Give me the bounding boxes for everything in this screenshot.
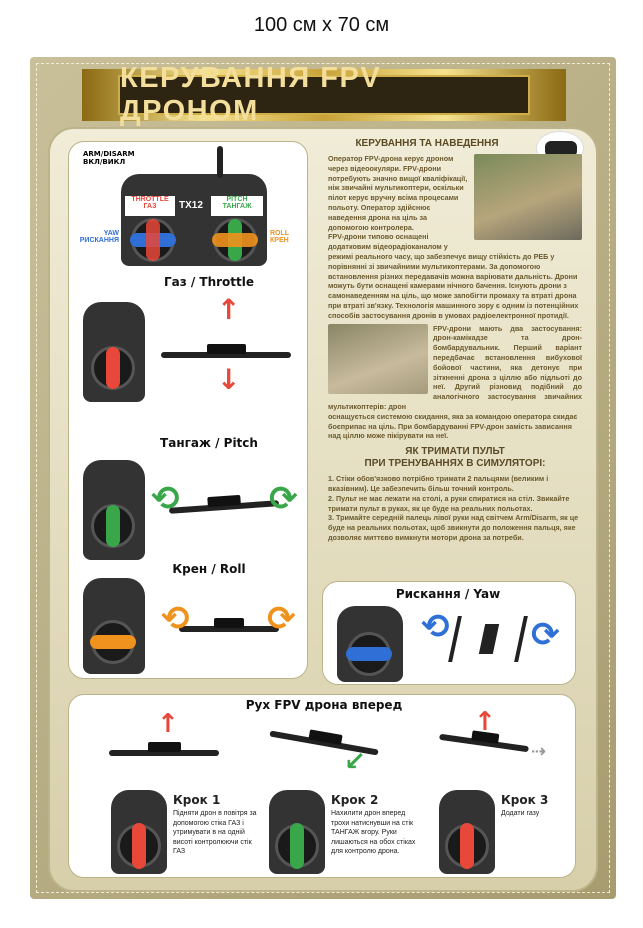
hold-list: 1. Стіки обов'язково потрібно тримати 2 … [328,474,582,543]
pitch-heading: Тангаж / Pitch [160,436,258,450]
arrow-up-icon: ↑ [217,293,241,326]
arrow-down-icon: ↓ [217,363,241,396]
throttle-stick-image [83,302,145,402]
title-banner: КЕРУВАННЯ FPV ДРОНОМ [82,62,566,127]
step1-stick-image [111,790,167,874]
yaw-card: Рискання / Yaw ⟲ ⟳ [322,581,576,685]
guidance-paragraph-2: FPV-дрони типово оснащені додатковим від… [328,232,579,320]
step2-stick-image [269,790,325,874]
rotate-arrow-icon: ⟲ [151,479,180,519]
guidance-column: КЕРУВАННЯ ТА НАВЕДЕННЯ Оператор FPV-дрон… [328,137,582,543]
drone-bomb-photo [328,323,428,394]
drone-image [161,344,291,358]
step3-stick-image [439,790,495,874]
rotate-arrow-icon: ⟲ [421,607,450,647]
hold-item: 1. Стіки обов'язково потрібно тримати 2 … [328,474,549,493]
left-stick [130,218,176,262]
dashed-border [36,63,610,893]
right-stick [212,218,258,262]
poster-title: КЕРУВАННЯ FPV ДРОНОМ [118,62,530,127]
roll-heading: Крен / Roll [172,562,246,576]
hold-item: 3. Тримайте середній палець лівої руки н… [328,513,579,542]
guidance-heading: КЕРУВАННЯ ТА НАВЕДЕННЯ [355,138,499,149]
drone-image [109,742,219,756]
yaw-stick-image [337,606,403,682]
guidance-paragraph-4: оснащується системою скидання, яка за ко… [328,411,578,441]
drone-top-view-image [448,616,528,662]
guidance-paragraph-3: FPV-дрони мають два застосування: дрон-к… [328,323,582,411]
antenna-icon [217,146,223,178]
forward-heading: Рух FPV дрона вперед [245,698,403,712]
arrow-up-icon: ↑ [157,709,179,739]
throttle-heading: Газ / Throttle [163,275,255,289]
roll-stick-image [83,578,145,674]
model-label: TX12 [179,200,203,211]
rotate-arrow-icon: ⟳ [267,599,296,639]
yaw-heading: Рискання / Yaw [395,587,501,601]
hold-item: 2. Пульт не має лежати на столі, а руки … [328,493,570,513]
drone-image [179,618,279,632]
drone-image [168,500,280,514]
operator-photo [474,154,582,240]
arrow-up-icon: ↑ [474,707,496,737]
guidance-paragraph-1: Оператор FPV-дрона керує дроном через ві… [328,154,468,232]
curved-arrow-icon: ↙ [344,747,366,777]
rotate-arrow-icon: ⟲ [161,599,190,639]
size-caption: 100 см x 70 см [253,14,390,36]
dashed-arrow-right-icon: ⇢ [531,741,547,762]
rotate-arrow-icon: ⟳ [531,615,560,655]
rotate-arrow-icon: ⟳ [269,479,298,519]
pitch-stick-image [83,460,145,560]
